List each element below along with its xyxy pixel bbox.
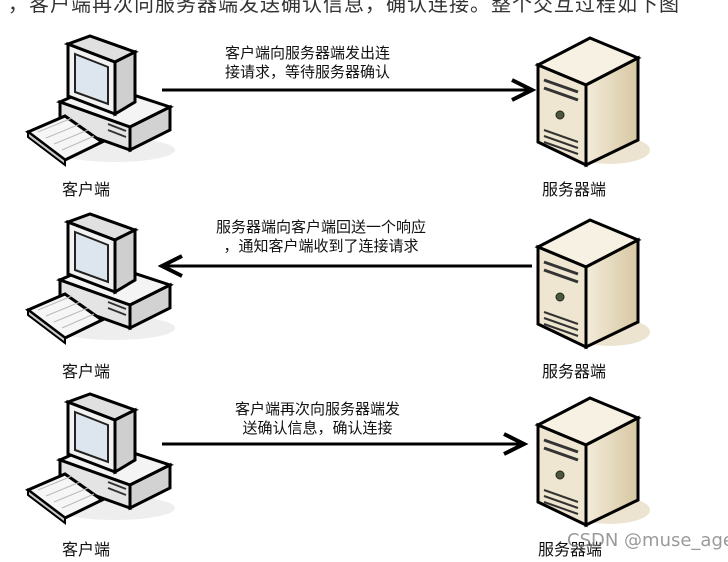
message-line-2: 送确认信息，确认连接: [242, 419, 393, 437]
message-line-1: 服务器端向客户端回送一个响应: [216, 218, 427, 236]
message-line-2: 接请求，等待服务器确认: [225, 63, 391, 81]
server-icon: [536, 218, 650, 349]
arrow-right-icon: [162, 432, 529, 456]
message-step-3: 客户端再次向服务器端发 送确认信息，确认连接: [235, 400, 400, 438]
server-label: 服务器端: [538, 540, 603, 559]
message-line-1: 客户端向服务器端发出连: [225, 44, 391, 62]
message-step-1: 客户端向服务器端发出连 接请求，等待服务器确认: [225, 44, 390, 82]
server-icon: [536, 36, 650, 167]
message-line-1: 客户端再次向服务器端发: [235, 400, 401, 418]
server-icon: [536, 396, 650, 527]
client-label: 客户端: [62, 180, 111, 199]
server-label: 服务器端: [542, 180, 607, 199]
message-line-2: ，通知客户端收到了连接请求: [223, 237, 419, 255]
watermark: CSDN @muse_age: [567, 530, 728, 551]
client-label: 客户端: [62, 362, 111, 381]
client-label: 客户端: [62, 540, 111, 559]
message-step-2: 服务器端向客户端回送一个响应 ，通知客户端收到了连接请求: [216, 218, 426, 256]
client-computer-icon: [26, 392, 177, 525]
intro-text: ，客户端再次向服务器端发送确认信息，确认连接。整个交互过程如下图: [8, 0, 680, 16]
client-computer-icon: [26, 212, 177, 345]
arrow-left-icon: [158, 254, 532, 278]
server-label: 服务器端: [542, 362, 607, 381]
arrow-right-icon: [162, 78, 536, 102]
client-computer-icon: [26, 34, 177, 167]
